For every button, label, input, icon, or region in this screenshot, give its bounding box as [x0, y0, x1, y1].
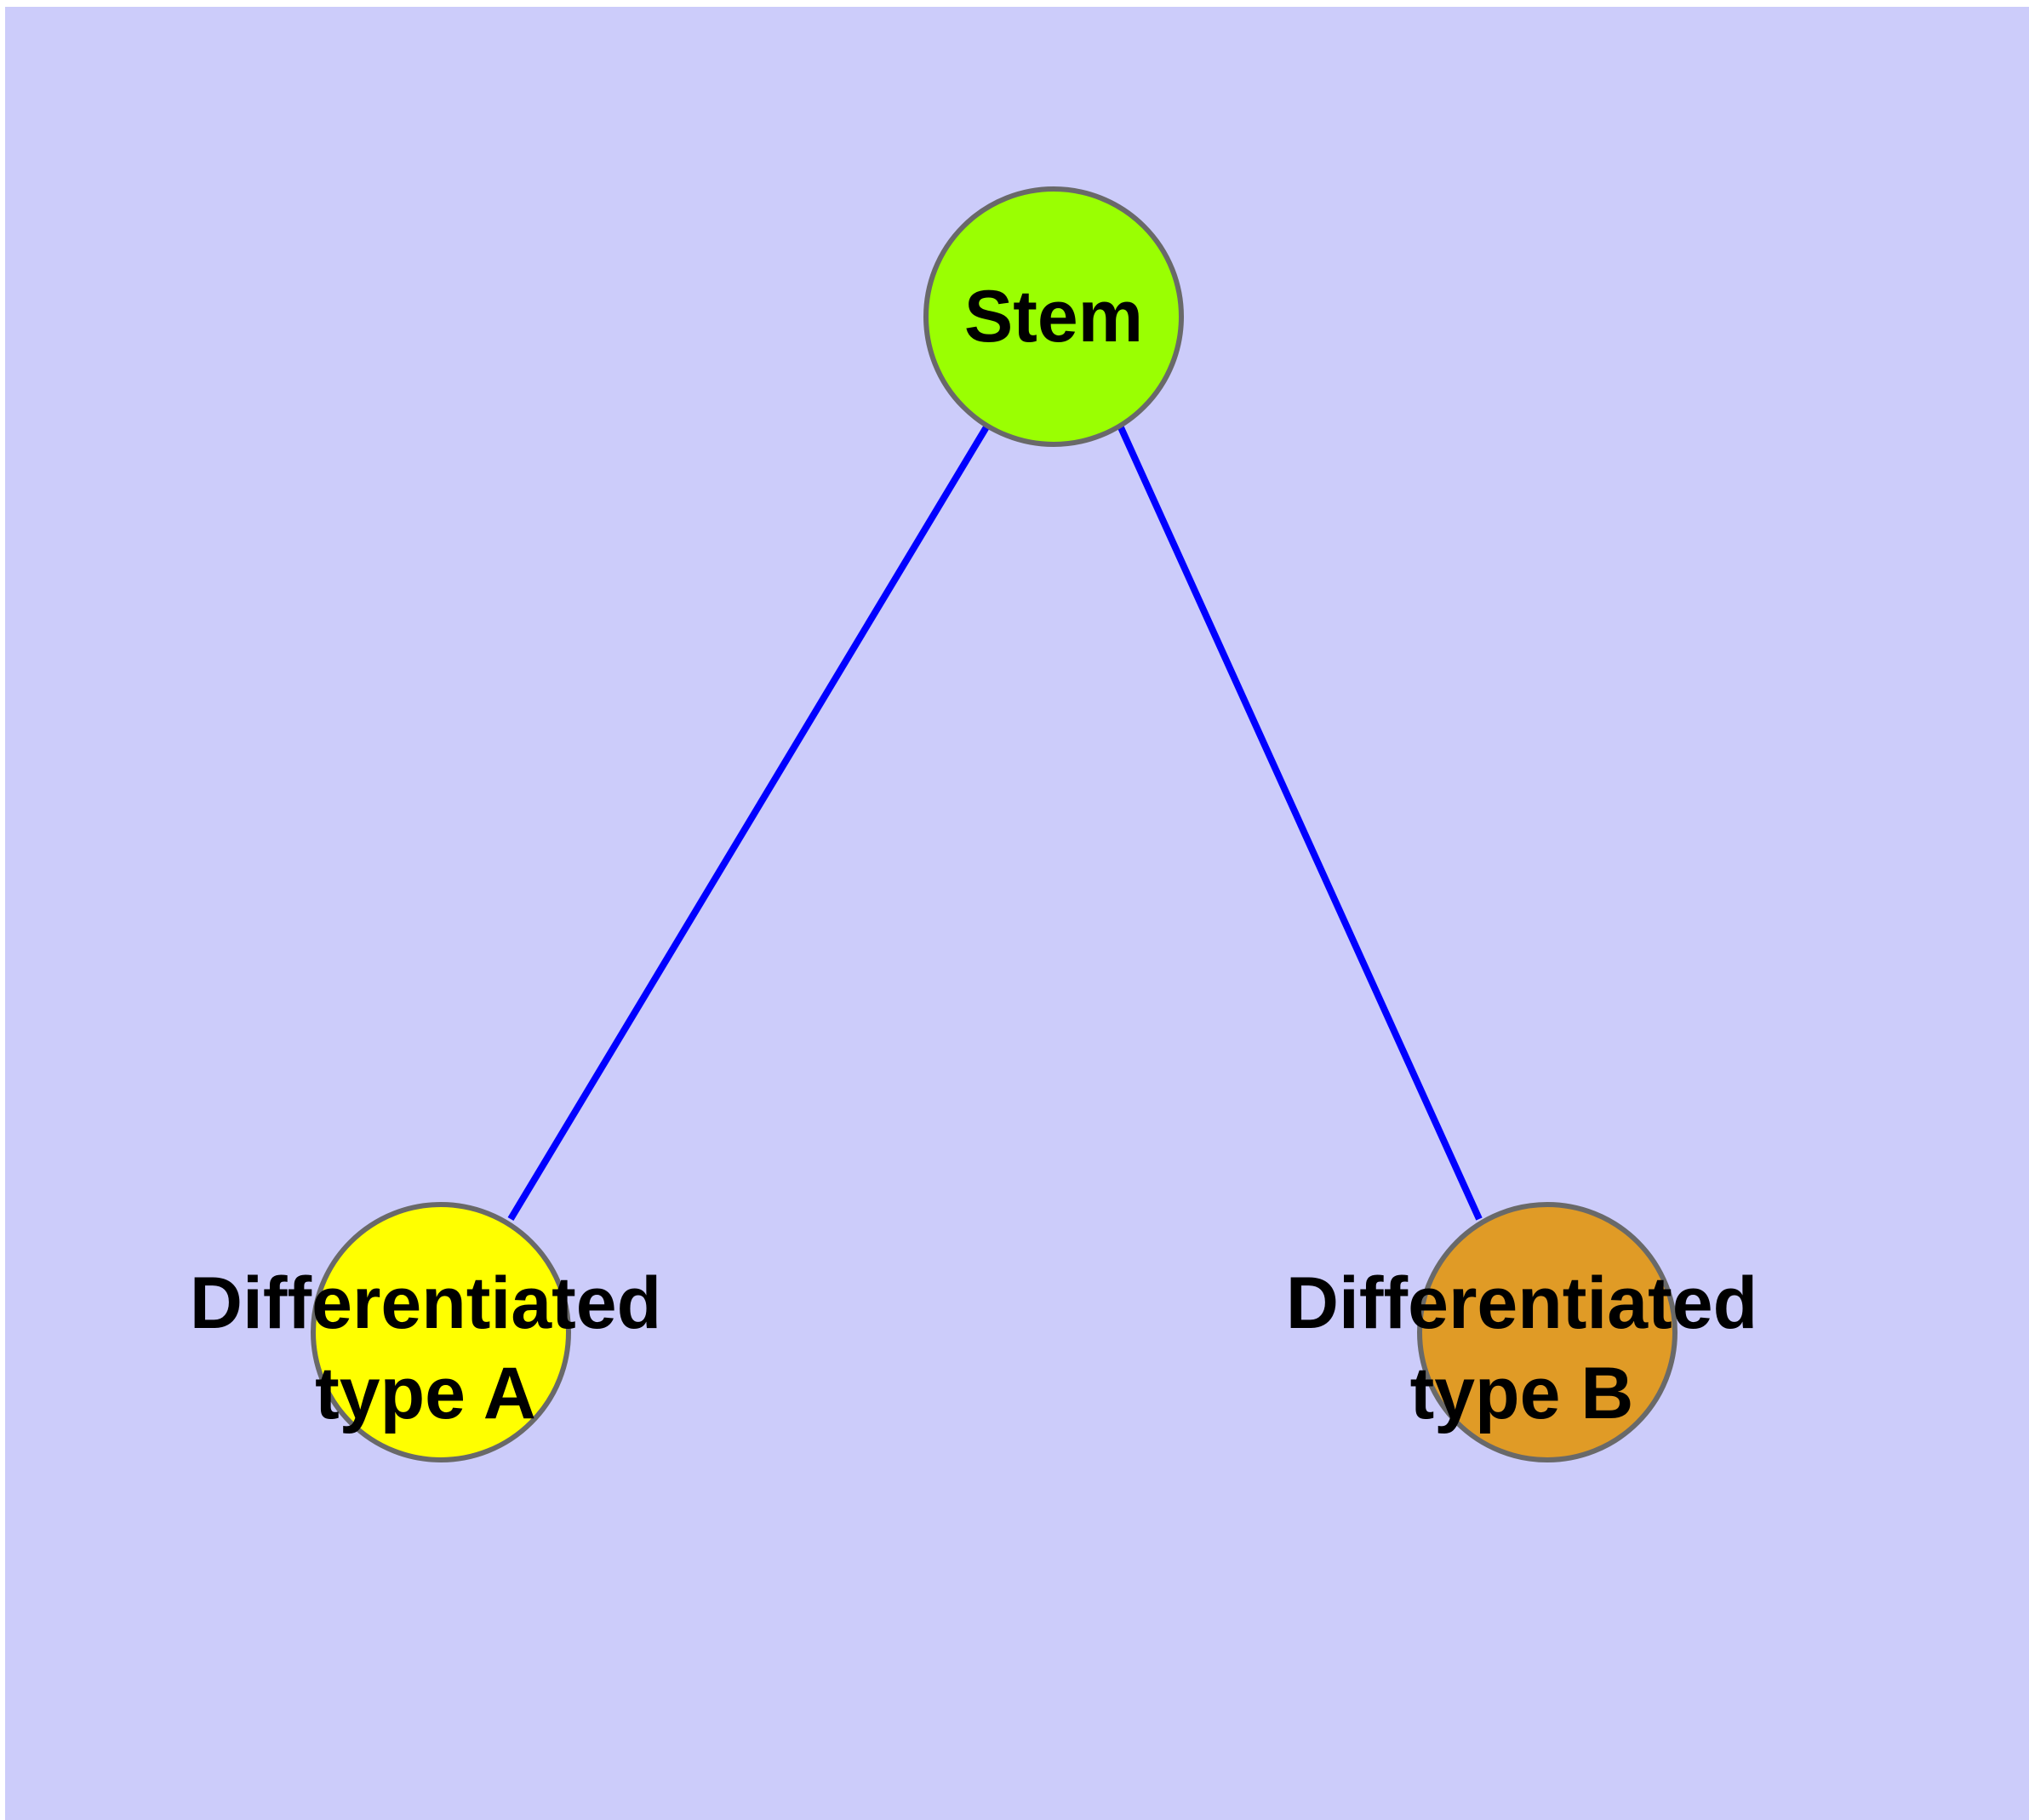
node-differentiated-type-b-label-line-1: Differentiated: [1286, 1262, 1758, 1344]
node-stem-circle[interactable]: [923, 186, 1184, 447]
node-stem[interactable]: Stem: [923, 186, 1184, 447]
node-differentiated-type-b-label-line-2: type B: [1410, 1353, 1634, 1434]
node-stem-label: Stem: [964, 276, 1143, 358]
node-differentiated-type-a-label-line-1: Differentiated: [190, 1262, 661, 1344]
node-differentiated-type-a-circle[interactable]: [311, 1202, 571, 1462]
node-differentiated-type-a-label-line-2: type A: [315, 1353, 536, 1434]
node-differentiated-type-a[interactable]: Differentiated type A: [190, 1202, 661, 1462]
edge-stem-to-differentiated-type-a[interactable]: [507, 423, 991, 1222]
edge-layer: [507, 423, 1483, 1222]
node-layer: Stem Differentiated type A Differentiate…: [190, 186, 1758, 1462]
node-differentiated-type-b-circle[interactable]: [1417, 1202, 1677, 1462]
edge-stem-to-differentiated-type-b[interactable]: [1117, 424, 1483, 1221]
node-differentiated-type-b[interactable]: Differentiated type B: [1286, 1202, 1758, 1462]
